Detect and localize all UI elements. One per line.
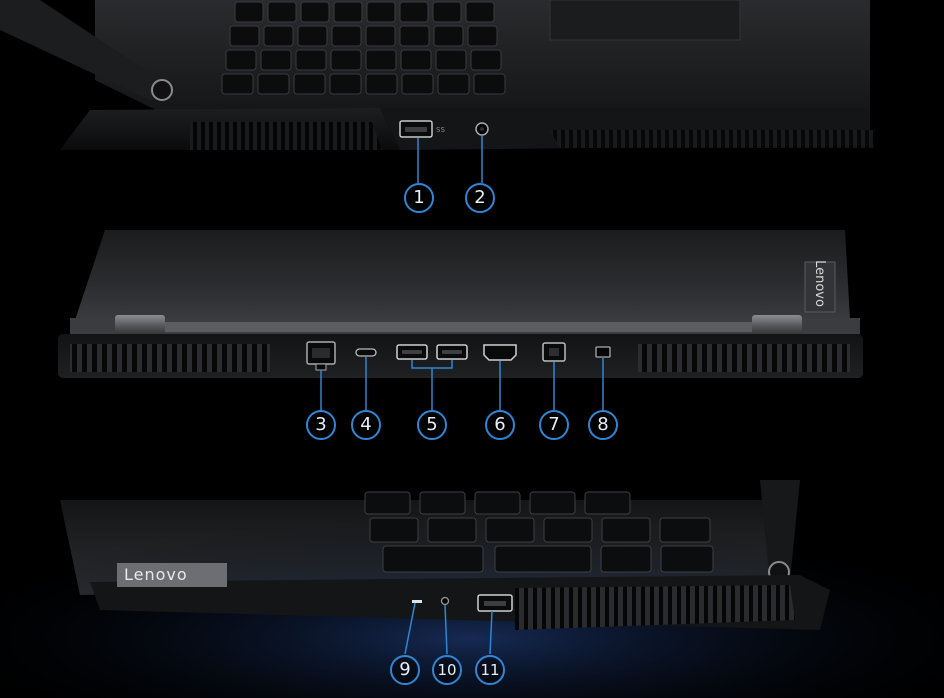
power-port (542, 342, 566, 362)
callout-8: 8 (588, 410, 618, 440)
usb-c-port (355, 348, 377, 357)
callout-10: 10 (432, 655, 462, 685)
keyboard-bottom (364, 491, 714, 573)
lenovo-logo-side: Lenovo (124, 565, 188, 584)
callout-7: 7 (539, 410, 569, 440)
callout-5: 5 (417, 410, 447, 440)
keyboard-top (221, 1, 506, 95)
lenovo-logo-plate (117, 563, 227, 587)
callout-6: 6 (485, 410, 515, 440)
usb-a-port-right: SS (399, 120, 445, 138)
usb-a-port-left (477, 594, 513, 612)
callout-1: 1 (404, 183, 434, 213)
hdmi-port (483, 344, 517, 361)
novo-button (440, 596, 450, 606)
usb-a-ports-rear (396, 344, 468, 360)
lenovo-logo-rear: Lenovo (811, 260, 827, 307)
status-led (412, 600, 422, 603)
security-lock-slot (595, 346, 611, 358)
callout-9: 9 (390, 655, 420, 685)
callout-11: 11 (475, 655, 505, 685)
headphone-jack (475, 122, 489, 136)
callout-3: 3 (306, 410, 336, 440)
legion-logo-top (151, 79, 173, 101)
callout-2: 2 (465, 183, 495, 213)
touchpad (549, 0, 741, 41)
callout-4: 4 (351, 410, 381, 440)
svg-text:SS: SS (436, 126, 445, 134)
